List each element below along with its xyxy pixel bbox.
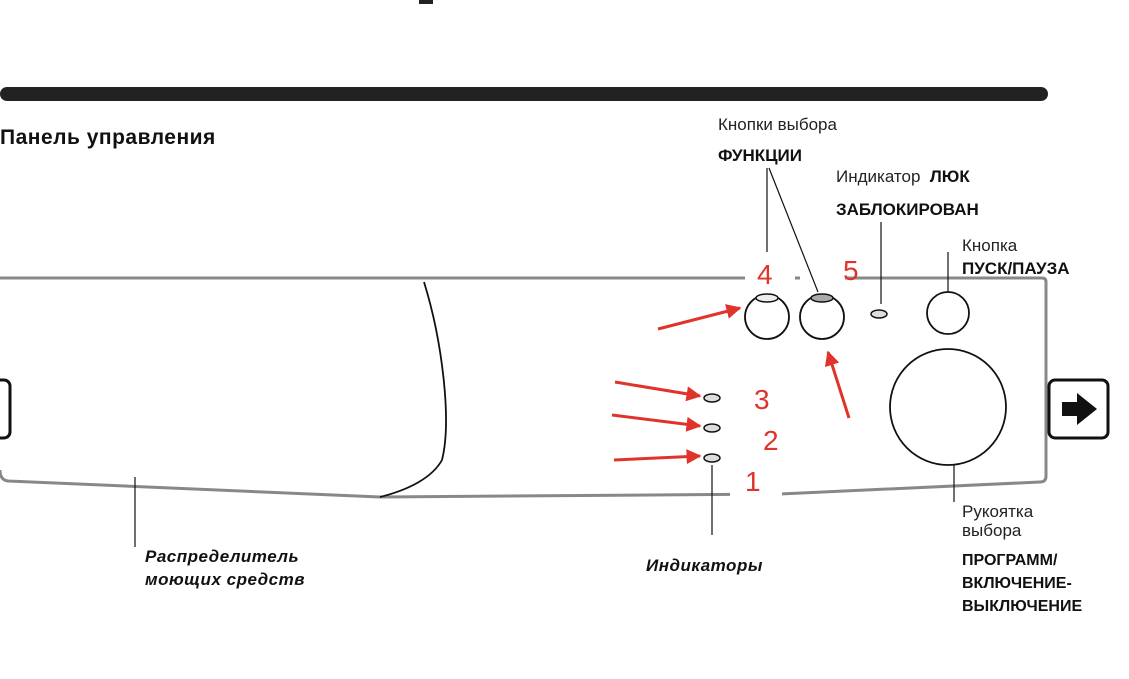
panel-gap-1 [730, 490, 782, 498]
start-button-label: Кнопка [962, 236, 1018, 255]
door-indicator-label-bold: ЛЮК [929, 167, 970, 186]
dispenser-label: Распределитель [145, 547, 300, 566]
function-button-5-led [810, 293, 834, 303]
function-button-4-led [755, 293, 779, 303]
marker-3: 3 [754, 384, 770, 415]
knob-label-line5: ВЫКЛЮЧЕНИЕ [962, 598, 1083, 615]
red-arrow-indicator-2 [611, 413, 702, 432]
panel-outline [0, 276, 1048, 499]
program-knob [889, 348, 1007, 466]
knob-label-line4: ВКЛЮЧЕНИЕ- [962, 575, 1072, 592]
marker-1: 1 [745, 466, 761, 497]
function-buttons-label: Кнопки выбора [718, 115, 837, 134]
dispenser-label-line2: моющих средств [145, 570, 305, 589]
marker-4: 4 [757, 259, 773, 290]
indicator-led-2 [703, 423, 721, 433]
function-leader-5 [768, 167, 819, 293]
knob-label: Рукоятка [962, 502, 1034, 521]
door-indicator-label-normal: Индикатор [836, 167, 921, 186]
section-divider [0, 87, 1048, 101]
start-pause-button [926, 291, 970, 335]
red-arrow-indicator-3 [614, 380, 702, 402]
start-button-label-bold: ПУСК/ПАУЗА [962, 259, 1070, 278]
knob-label-line3: ПРОГРАММ/ [962, 552, 1058, 569]
red-arrow-function-4 [657, 304, 742, 331]
drawer-curve [379, 281, 447, 498]
page-title: Панель управления [0, 126, 216, 149]
panel-gap-5 [800, 275, 845, 282]
red-arrow-function-5 [824, 350, 851, 419]
indicator-led-1 [703, 453, 721, 463]
indicators-label: Индикаторы [646, 556, 763, 575]
function-buttons-label-bold: ФУНКЦИИ [718, 146, 802, 165]
red-arrow-indicator-1 [613, 449, 702, 465]
nav-right-button [1047, 378, 1110, 440]
marker-2: 2 [763, 425, 779, 456]
door-indicator-label-line2: ЗАБЛОКИРОВАН [836, 200, 979, 219]
marker-5: 5 [843, 255, 859, 286]
panel-gap-4 [745, 275, 795, 282]
indicator-led-3 [703, 393, 721, 403]
knob-label-line2: выбора [962, 521, 1022, 540]
nav-left-button [0, 378, 12, 440]
door-locked-led [870, 309, 888, 319]
door-indicator-label: Индикатор ЛЮК [836, 167, 970, 187]
top-fragment [419, 0, 433, 4]
arrow-right-icon [1062, 393, 1097, 425]
